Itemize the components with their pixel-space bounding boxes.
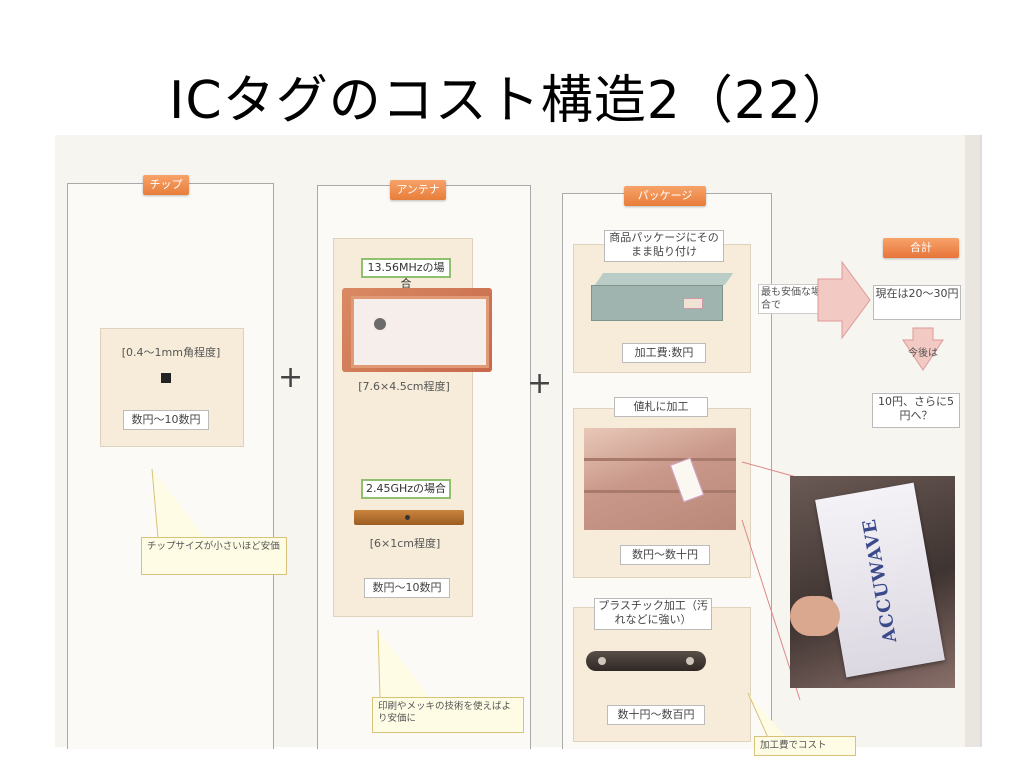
scan-edge — [965, 135, 980, 747]
antenna-header: アンテナ — [390, 180, 446, 200]
chip-size-label: [0.4〜1mm角程度] — [121, 346, 221, 359]
plus-sign-1: + — [278, 360, 304, 395]
package-header: パッケージ — [624, 186, 706, 206]
package-item2-price: 数円〜数十円 — [620, 545, 710, 565]
antenna-chip-dot — [374, 318, 386, 330]
box-tag — [683, 298, 703, 309]
antenna-price: 数円〜10数円 — [364, 578, 450, 598]
shirt-fold2 — [584, 490, 736, 493]
slide-title: ICタグのコスト構造2（22） — [169, 71, 855, 131]
package-plastic-tag — [586, 651, 706, 671]
antenna-inlay — [351, 296, 489, 368]
antenna-case2-size: [6×1cm程度] — [369, 537, 441, 550]
antenna-case1-size: [7.6×4.5cm程度] — [358, 380, 450, 393]
package-item3-label: プラスチック加工（汚れなどに強い） — [594, 598, 712, 630]
cheapest-note: 最も安価な場合で — [758, 284, 826, 314]
antenna-case2-label: 2.45GHzの場合 — [361, 479, 451, 499]
tag-hole-left — [598, 657, 606, 665]
package-note: 加工費でコスト — [754, 736, 856, 756]
chip-note: チップサイズが小さいほど安価 — [141, 537, 287, 575]
shirt-fold — [584, 458, 736, 461]
chip-square — [161, 373, 171, 383]
total-future-label: 今後は — [908, 348, 938, 359]
photo-hand — [790, 596, 840, 636]
package-shirt-photo — [584, 428, 736, 530]
package-item3-price: 数十円〜数百円 — [607, 705, 705, 725]
tag-photo: ACCUWAVE — [790, 476, 955, 688]
package-item1-label: 商品パッケージにそのまま貼り付け — [604, 230, 724, 262]
package-item1-price: 加工費:数円 — [622, 343, 706, 363]
total-future: 10円、さらに5円へ？ — [872, 393, 960, 428]
total-header: 合計 — [883, 238, 959, 258]
package-item2-label: 値札に加工 — [614, 397, 708, 417]
antenna-note: 印刷やメッキの技術を使えばより安価に — [372, 697, 524, 733]
chip-header: チップ — [143, 175, 189, 195]
tag-hole-right — [686, 657, 694, 665]
antenna-case2-dot — [405, 515, 410, 520]
antenna-case2-photo — [354, 510, 464, 525]
chip-price: 数円〜10数円 — [123, 410, 209, 430]
photo-tag-card: ACCUWAVE — [815, 482, 945, 678]
total-now: 現在は20〜30円 — [873, 285, 961, 320]
antenna-case1-label: 13.56MHzの場合 — [361, 258, 451, 290]
photo-brand-text: ACCUWAVE — [858, 516, 902, 645]
antenna-case1-photo — [342, 288, 492, 372]
plus-sign-2: + — [527, 366, 553, 401]
package-box-illustration — [589, 273, 734, 321]
